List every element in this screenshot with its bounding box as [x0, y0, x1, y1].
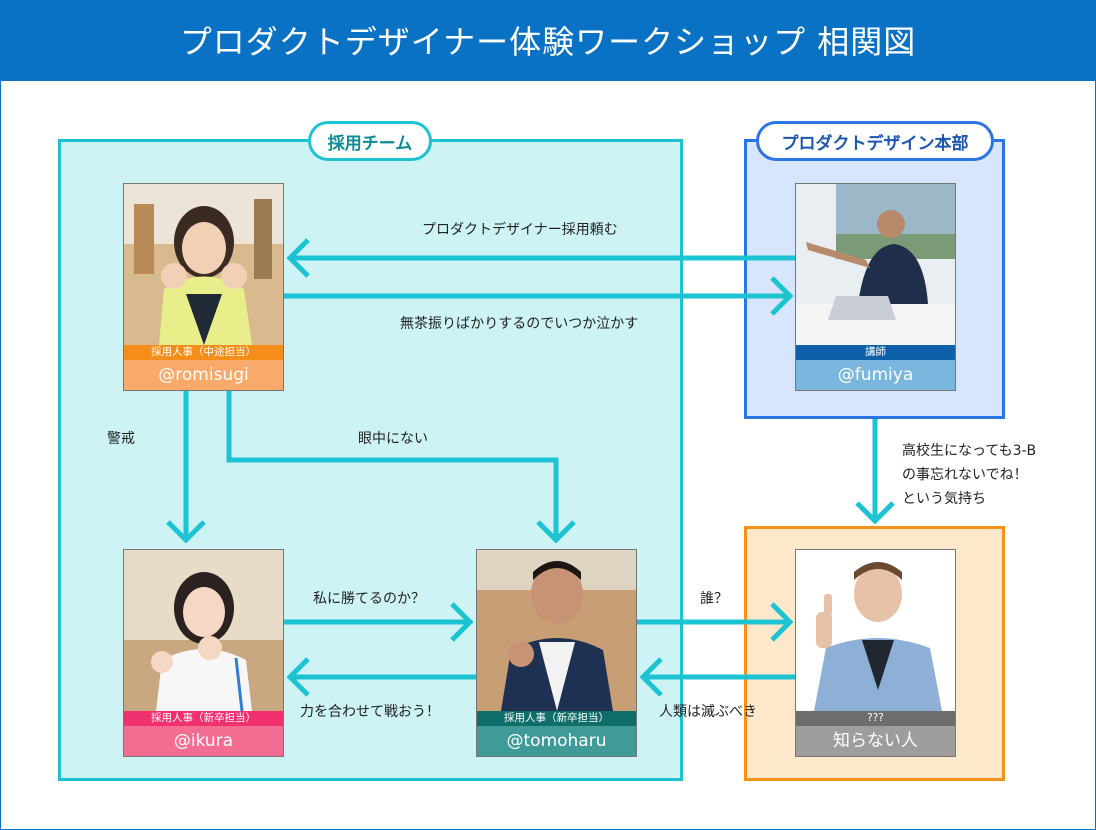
label-romisugi-to-ikura: 警戒	[107, 431, 135, 447]
role-fumiya: 講師	[796, 345, 955, 360]
role-unknown: ???	[796, 711, 955, 726]
photo-tomoharu	[477, 550, 636, 711]
person-card-romisugi: 採用人事（中途担当） @romisugi	[123, 183, 284, 391]
photo-romisugi	[124, 184, 283, 345]
handle-tomoharu: @tomoharu	[477, 726, 636, 756]
label-romisugi-to-fumiya: 無茶振りばかりするのでいつか泣かす	[400, 316, 639, 332]
label-tomoharu-to-ikura: 力を合わせて戦おう！	[300, 704, 440, 720]
group-label-product-design: プロダクトデザイン本部	[756, 121, 994, 161]
group-label-recruit-team: 採用チーム	[308, 121, 432, 161]
label-tomoharu-to-unknown: 誰？	[700, 591, 728, 607]
label-fumiya-to-romisugi: プロダクトデザイナー採用頼む	[422, 222, 618, 238]
label-romisugi-to-tomoharu: 眼中にない	[358, 431, 428, 447]
handle-ikura: @ikura	[124, 726, 283, 756]
page-title: プロダクトデザイナー体験ワークショップ 相関図	[0, 0, 1096, 80]
handle-unknown: 知らない人	[796, 726, 955, 756]
label-fumiya-to-unknown-line2: の事忘れないでね！	[902, 467, 1028, 483]
handle-fumiya: @fumiya	[796, 360, 955, 390]
label-unknown-to-tomoharu: 人類は滅ぶべき	[659, 704, 757, 720]
person-card-fumiya: 講師 @fumiya	[795, 183, 956, 391]
person-card-tomoharu: 採用人事（新卒担当） @tomoharu	[476, 549, 637, 757]
person-card-unknown: ??? 知らない人	[795, 549, 956, 757]
label-fumiya-to-unknown-line1: 高校生になっても3-B	[902, 443, 1037, 459]
handle-romisugi: @romisugi	[124, 360, 283, 390]
label-fumiya-to-unknown-line3: という気持ち	[902, 491, 986, 507]
photo-ikura	[124, 550, 283, 711]
label-ikura-to-tomoharu: 私に勝てるのか？	[313, 591, 425, 607]
role-ikura: 採用人事（新卒担当）	[124, 711, 283, 726]
photo-unknown	[796, 550, 955, 711]
role-tomoharu: 採用人事（新卒担当）	[477, 711, 636, 726]
role-romisugi: 採用人事（中途担当）	[124, 345, 283, 360]
person-card-ikura: 採用人事（新卒担当） @ikura	[123, 549, 284, 757]
photo-fumiya	[796, 184, 955, 345]
